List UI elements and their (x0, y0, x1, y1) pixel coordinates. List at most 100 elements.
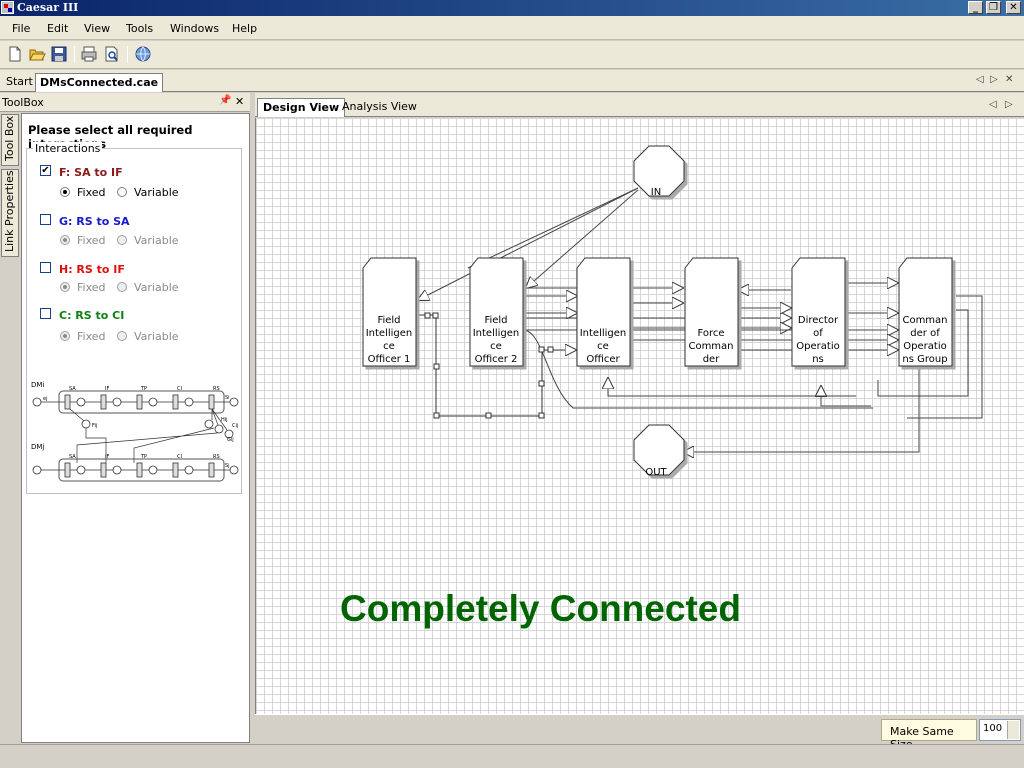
toolbox-title: ToolBox (2, 96, 44, 109)
design-scroll-left-icon[interactable]: ◁ (989, 99, 997, 110)
diagram-label-si: Si (225, 395, 230, 401)
node-dir-line-1: Director (798, 315, 839, 326)
node-dir-line-2: of (813, 328, 823, 339)
close-button[interactable]: ✕ (1006, 1, 1021, 14)
interaction-c-label: C: RS to CI (59, 309, 125, 322)
menu-view[interactable]: View (84, 22, 111, 35)
interactions-group: Interactions ✔ F: SA to IF Fixed Variabl… (26, 142, 242, 494)
menu-help[interactable]: Help (232, 22, 258, 35)
interaction-f-label: F: SA to IF (59, 166, 123, 179)
node-in[interactable]: IN (633, 145, 685, 198)
pin-icon[interactable]: 📌 (219, 95, 232, 106)
diagram-label-rs-j: RS (213, 454, 220, 460)
radio-h-fixed[interactable] (60, 282, 70, 292)
edge-in-fio2[interactable] (526, 189, 639, 288)
tab-tool-box[interactable]: Tool Box (1, 114, 19, 166)
design-status-bar: Make Same Size 100 (255, 714, 1024, 751)
node-fio1-line-4: Officer 1 (368, 354, 411, 365)
scroll-right-icon[interactable]: ▷ (990, 74, 998, 85)
restore-button[interactable]: ❐ (986, 1, 1001, 14)
tab-design-view[interactable]: Design View (257, 98, 346, 117)
tab-link-properties[interactable]: Link Properties (1, 169, 19, 257)
edge-cog-out[interactable] (683, 366, 920, 452)
make-same-size-button[interactable]: Make Same Size (881, 719, 977, 751)
radio-c-fixed[interactable] (60, 331, 70, 341)
edge-cog-io-feedback[interactable] (608, 378, 856, 397)
checkbox-c[interactable] (40, 308, 51, 319)
node-fio2-line-4: Officer 2 (475, 354, 518, 365)
node-dir-line-3: Operatio (796, 341, 839, 352)
node-cog-line-4: ns Group (902, 354, 947, 365)
tab-start[interactable]: Start (6, 75, 33, 88)
app-icon (1, 1, 14, 14)
radio-h-variable-label: Variable (134, 281, 179, 294)
interaction-diagram: DMi DMj SA IF TP CI (31, 381, 239, 482)
minimize-button[interactable]: _ (968, 1, 983, 14)
radio-c-variable[interactable] (117, 331, 127, 341)
node-fc-line-1: Force (697, 328, 724, 339)
open-folder-icon[interactable] (28, 45, 46, 63)
close-toolbox-icon[interactable]: ✕ (235, 95, 245, 108)
radio-f-fixed-label: Fixed (77, 186, 106, 199)
tab-dms-connected[interactable]: DMsConnected.cae (35, 73, 164, 92)
zoom-input[interactable]: 100 (979, 719, 1021, 741)
edge-cog-loop-1[interactable] (907, 295, 983, 419)
menu-edit[interactable]: Edit (47, 22, 69, 35)
radio-c-fixed-label: Fixed (77, 330, 106, 343)
design-scroll-right-icon[interactable]: ▷ (1005, 99, 1013, 110)
window-title: Caesar III (17, 1, 79, 14)
menu-file[interactable]: File (12, 22, 31, 35)
checkbox-f[interactable]: ✔ (40, 165, 51, 176)
zoom-value: 100 (983, 723, 1003, 734)
print-icon[interactable] (80, 45, 98, 63)
headline-text: Completely Connected (340, 588, 741, 629)
checkbox-g[interactable] (40, 214, 51, 225)
radio-g-variable[interactable] (117, 235, 127, 245)
radio-g-fixed[interactable] (60, 235, 70, 245)
radio-f-variable[interactable] (117, 187, 127, 197)
radio-f-fixed[interactable] (60, 187, 70, 197)
zoom-spinner[interactable] (1007, 721, 1019, 739)
interactions-group-label: Interactions (33, 142, 103, 155)
globe-icon[interactable] (134, 45, 152, 63)
radio-g-fixed-label: Fixed (77, 234, 106, 247)
diagram-label-ci-i: CI (177, 386, 182, 392)
diagram-dm-j-label: DMj (31, 443, 44, 451)
title-bar: Caesar III _ ❐ ✕ (0, 0, 1024, 16)
scroll-left-icon[interactable]: ◁ (976, 74, 984, 85)
node-out-label: OUT (645, 467, 667, 478)
radio-h-variable[interactable] (117, 282, 127, 292)
interaction-g-label: G: RS to SA (59, 215, 130, 228)
menu-tools[interactable]: Tools (126, 22, 154, 35)
node-in-label: IN (651, 187, 661, 198)
tab-analysis-view[interactable]: Analysis View (342, 100, 417, 113)
edge-in-fio1[interactable] (418, 187, 639, 300)
diagram-label-rs-i: RS (213, 386, 220, 392)
tab-tool-box-label: Tool Box (3, 115, 16, 161)
print-preview-icon[interactable] (103, 45, 121, 63)
document-tabs: Start DMsConnected.cae ◁ ▷ ✕ (0, 70, 1024, 92)
diagram-label-sa-j: SA (69, 454, 76, 460)
save-icon[interactable] (50, 45, 68, 63)
edge-cog-dir-feedback[interactable] (821, 386, 871, 407)
menu-windows[interactable]: Windows (170, 22, 220, 35)
node-fio2-line-1: Field (484, 315, 507, 326)
radio-c-variable-label: Variable (134, 330, 179, 343)
close-tab-icon[interactable]: ✕ (1005, 74, 1014, 85)
node-dir-line-4: ns (812, 354, 824, 365)
node-out[interactable]: OUT (633, 424, 685, 478)
new-file-icon[interactable] (6, 45, 24, 63)
checkbox-h[interactable] (40, 262, 51, 273)
